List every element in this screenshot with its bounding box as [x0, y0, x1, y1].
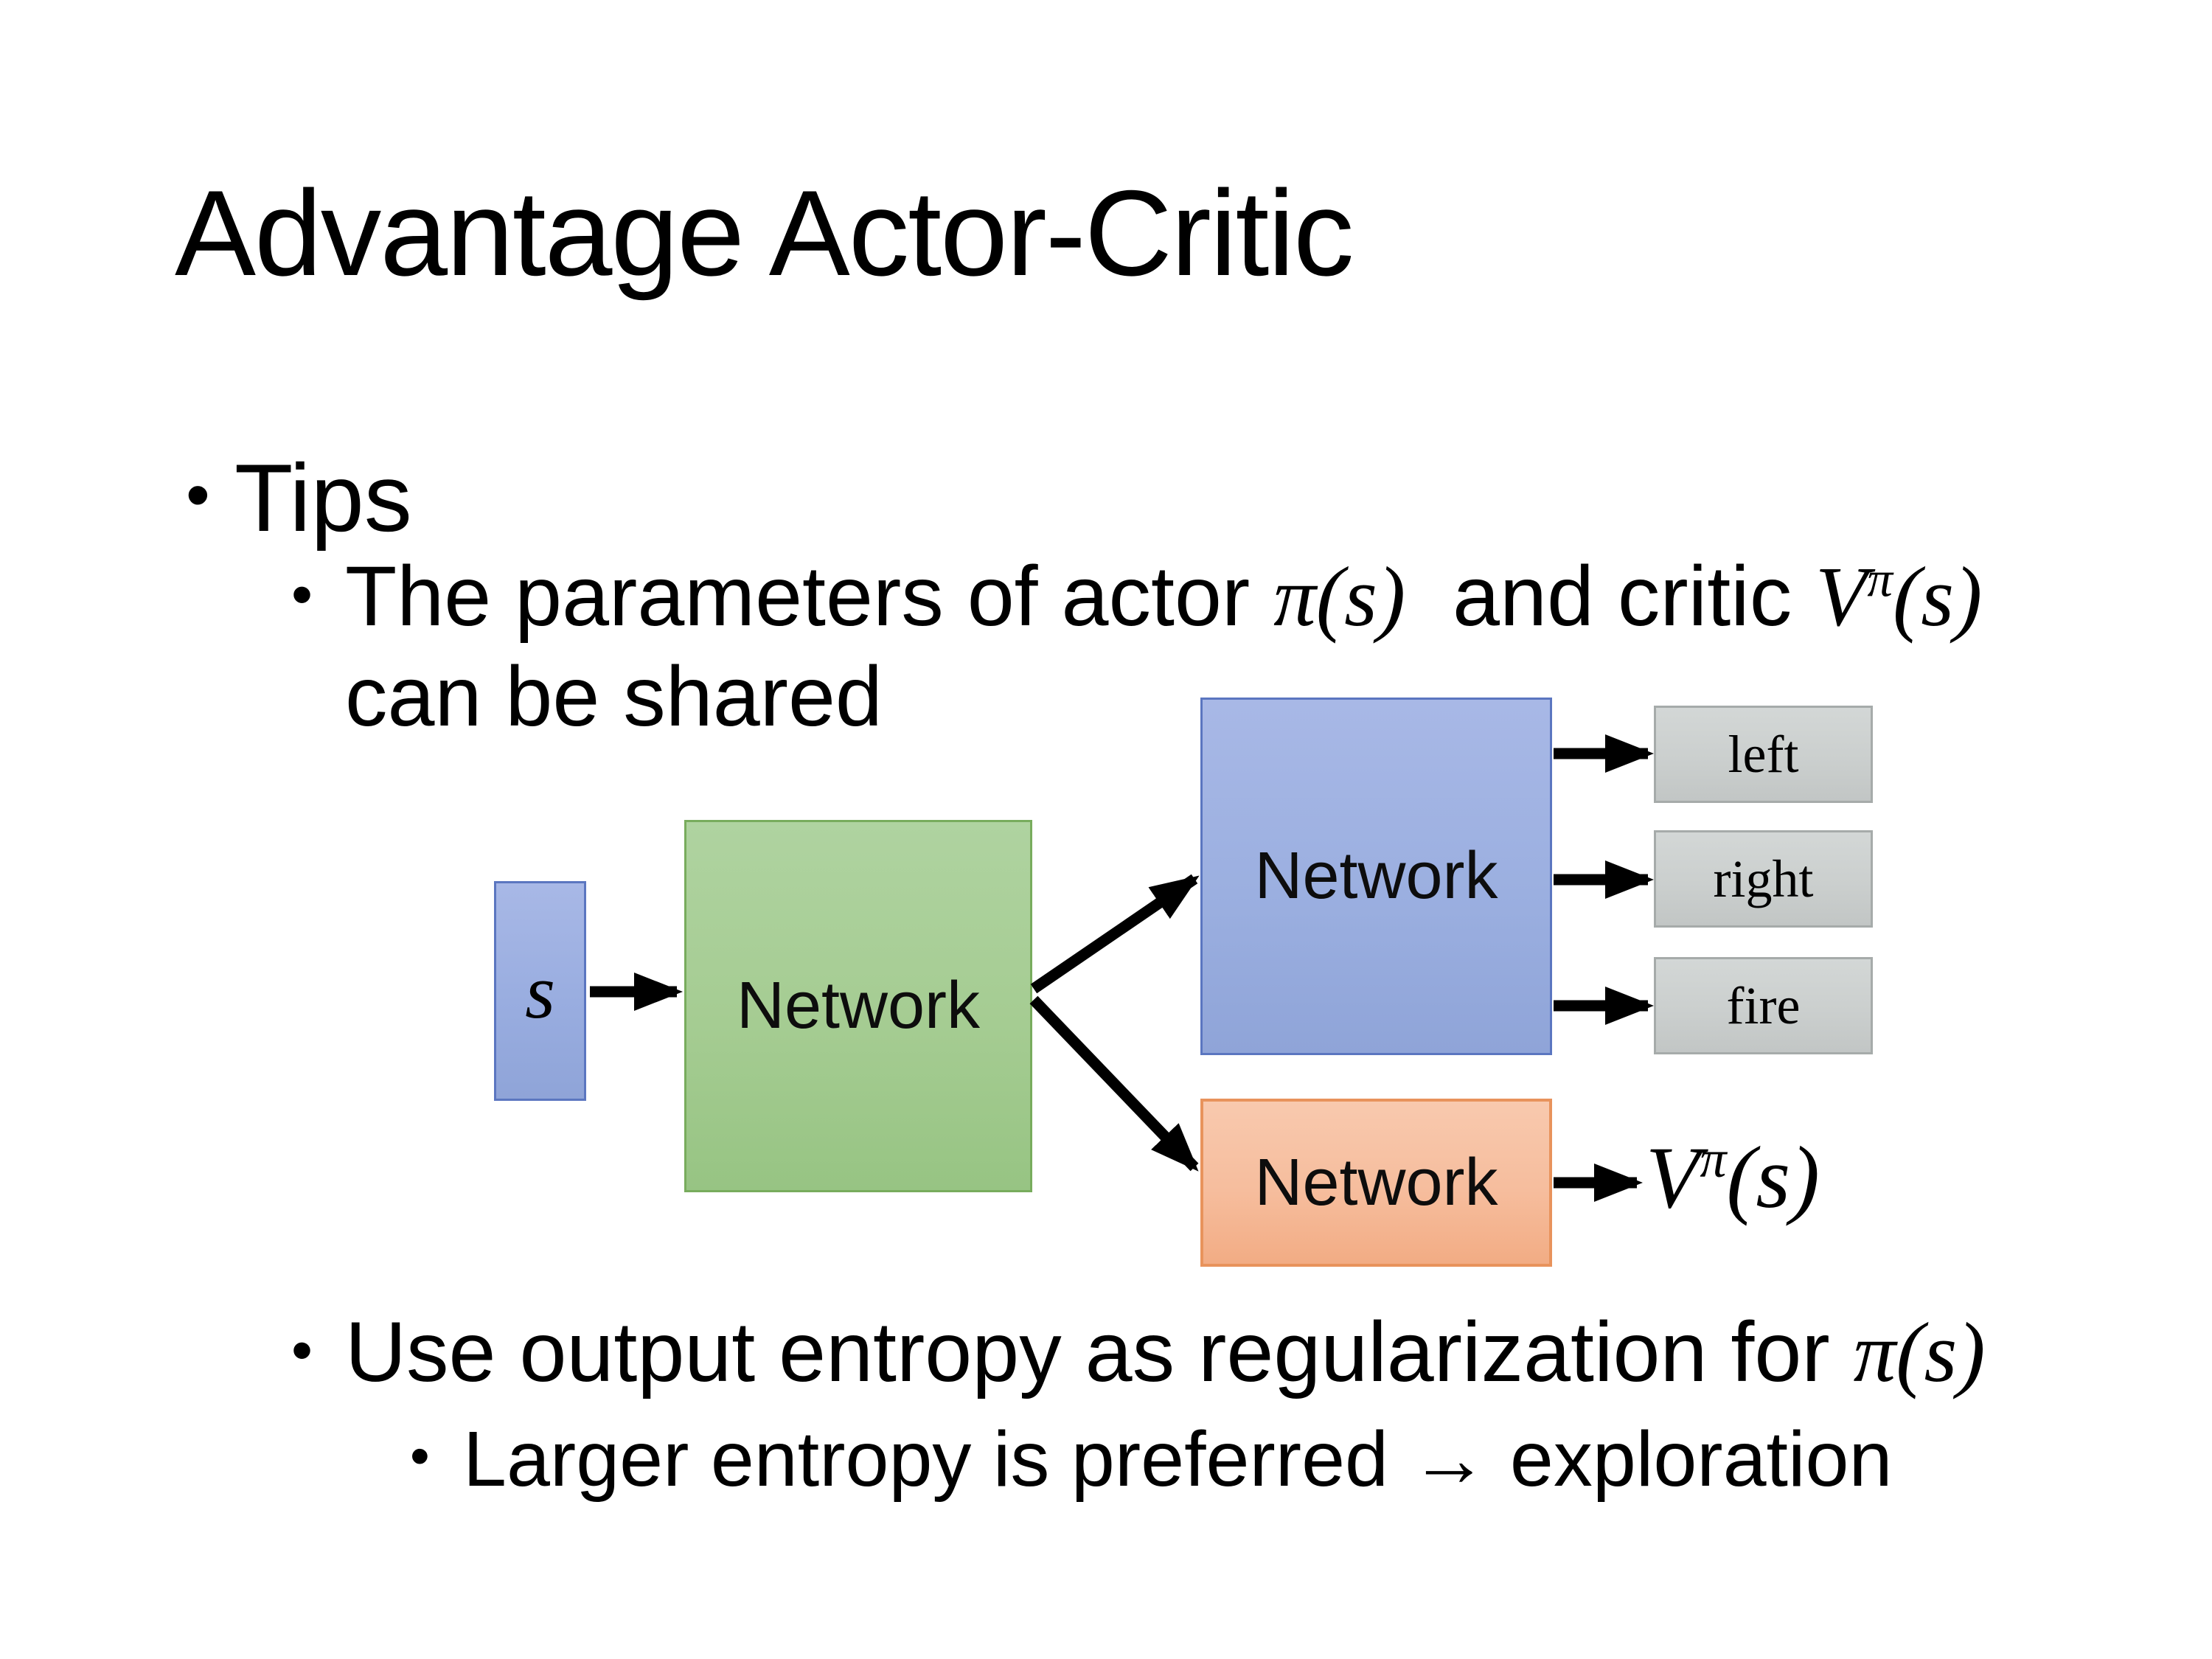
- state-input-box: s: [494, 881, 586, 1101]
- slide-title: Advantage Actor-Critic: [175, 165, 1354, 301]
- shared-network-box: Network: [684, 820, 1032, 1192]
- value-base: V: [1646, 1128, 1700, 1226]
- critic-network-label: Network: [1254, 1145, 1498, 1220]
- value-args: (s): [1893, 550, 1983, 644]
- bullet-icon: •: [291, 1315, 313, 1384]
- actor-policy-math: π(s): [1273, 550, 1406, 644]
- action-box-fire: fire: [1654, 957, 1873, 1054]
- critic-network-box: Network: [1200, 1099, 1552, 1267]
- action-label-fire: fire: [1726, 975, 1801, 1035]
- arrow-shared-to-actor: [1030, 874, 1200, 994]
- parameters-text-line2: can be shared: [345, 649, 883, 744]
- state-label: s: [525, 947, 555, 1034]
- entropy-text: Use output entropy as regularization for…: [345, 1303, 1986, 1403]
- arrow-shared-to-critic: [1029, 995, 1199, 1172]
- shared-network-label: Network: [736, 969, 981, 1043]
- value-base: V: [1815, 550, 1868, 644]
- bullet-tips: • Tips: [186, 442, 412, 554]
- critic-value-math: Vπ(s): [1815, 550, 1982, 644]
- value-output-math: Vπ(s): [1646, 1127, 1820, 1228]
- bullet-icon: •: [291, 559, 313, 628]
- actor-network-label: Network: [1254, 839, 1498, 913]
- value-args: (s): [1726, 1128, 1820, 1226]
- actor-network-box: Network: [1200, 698, 1552, 1055]
- value-sup: π: [1700, 1130, 1727, 1189]
- action-label-right: right: [1713, 849, 1814, 908]
- bullet-icon: •: [186, 455, 210, 533]
- value-sup: π: [1867, 551, 1893, 608]
- parameters-text-part1: The parameters of actor: [345, 549, 1274, 644]
- action-box-left: left: [1654, 706, 1873, 803]
- bullet-icon: •: [410, 1425, 430, 1488]
- action-label-left: left: [1728, 724, 1799, 784]
- action-box-right: right: [1654, 830, 1873, 928]
- actor-policy-math: π(s): [1853, 1306, 1986, 1399]
- exploration-text: Larger entropy is preferred → exploratio…: [463, 1416, 1893, 1503]
- bullet-exploration: • Larger entropy is preferred → explorati…: [410, 1413, 1892, 1506]
- parameters-text: The parameters of actor π(s) and critic …: [345, 547, 1982, 747]
- parameters-text-part2: and critic: [1405, 549, 1816, 644]
- tips-text: Tips: [234, 444, 412, 552]
- bullet-parameters: • The parameters of actor π(s) and critic…: [291, 547, 1982, 747]
- bullet-entropy: • Use output entropy as regularization fo…: [291, 1303, 1986, 1403]
- entropy-text-part1: Use output entropy as regularization for: [345, 1305, 1854, 1399]
